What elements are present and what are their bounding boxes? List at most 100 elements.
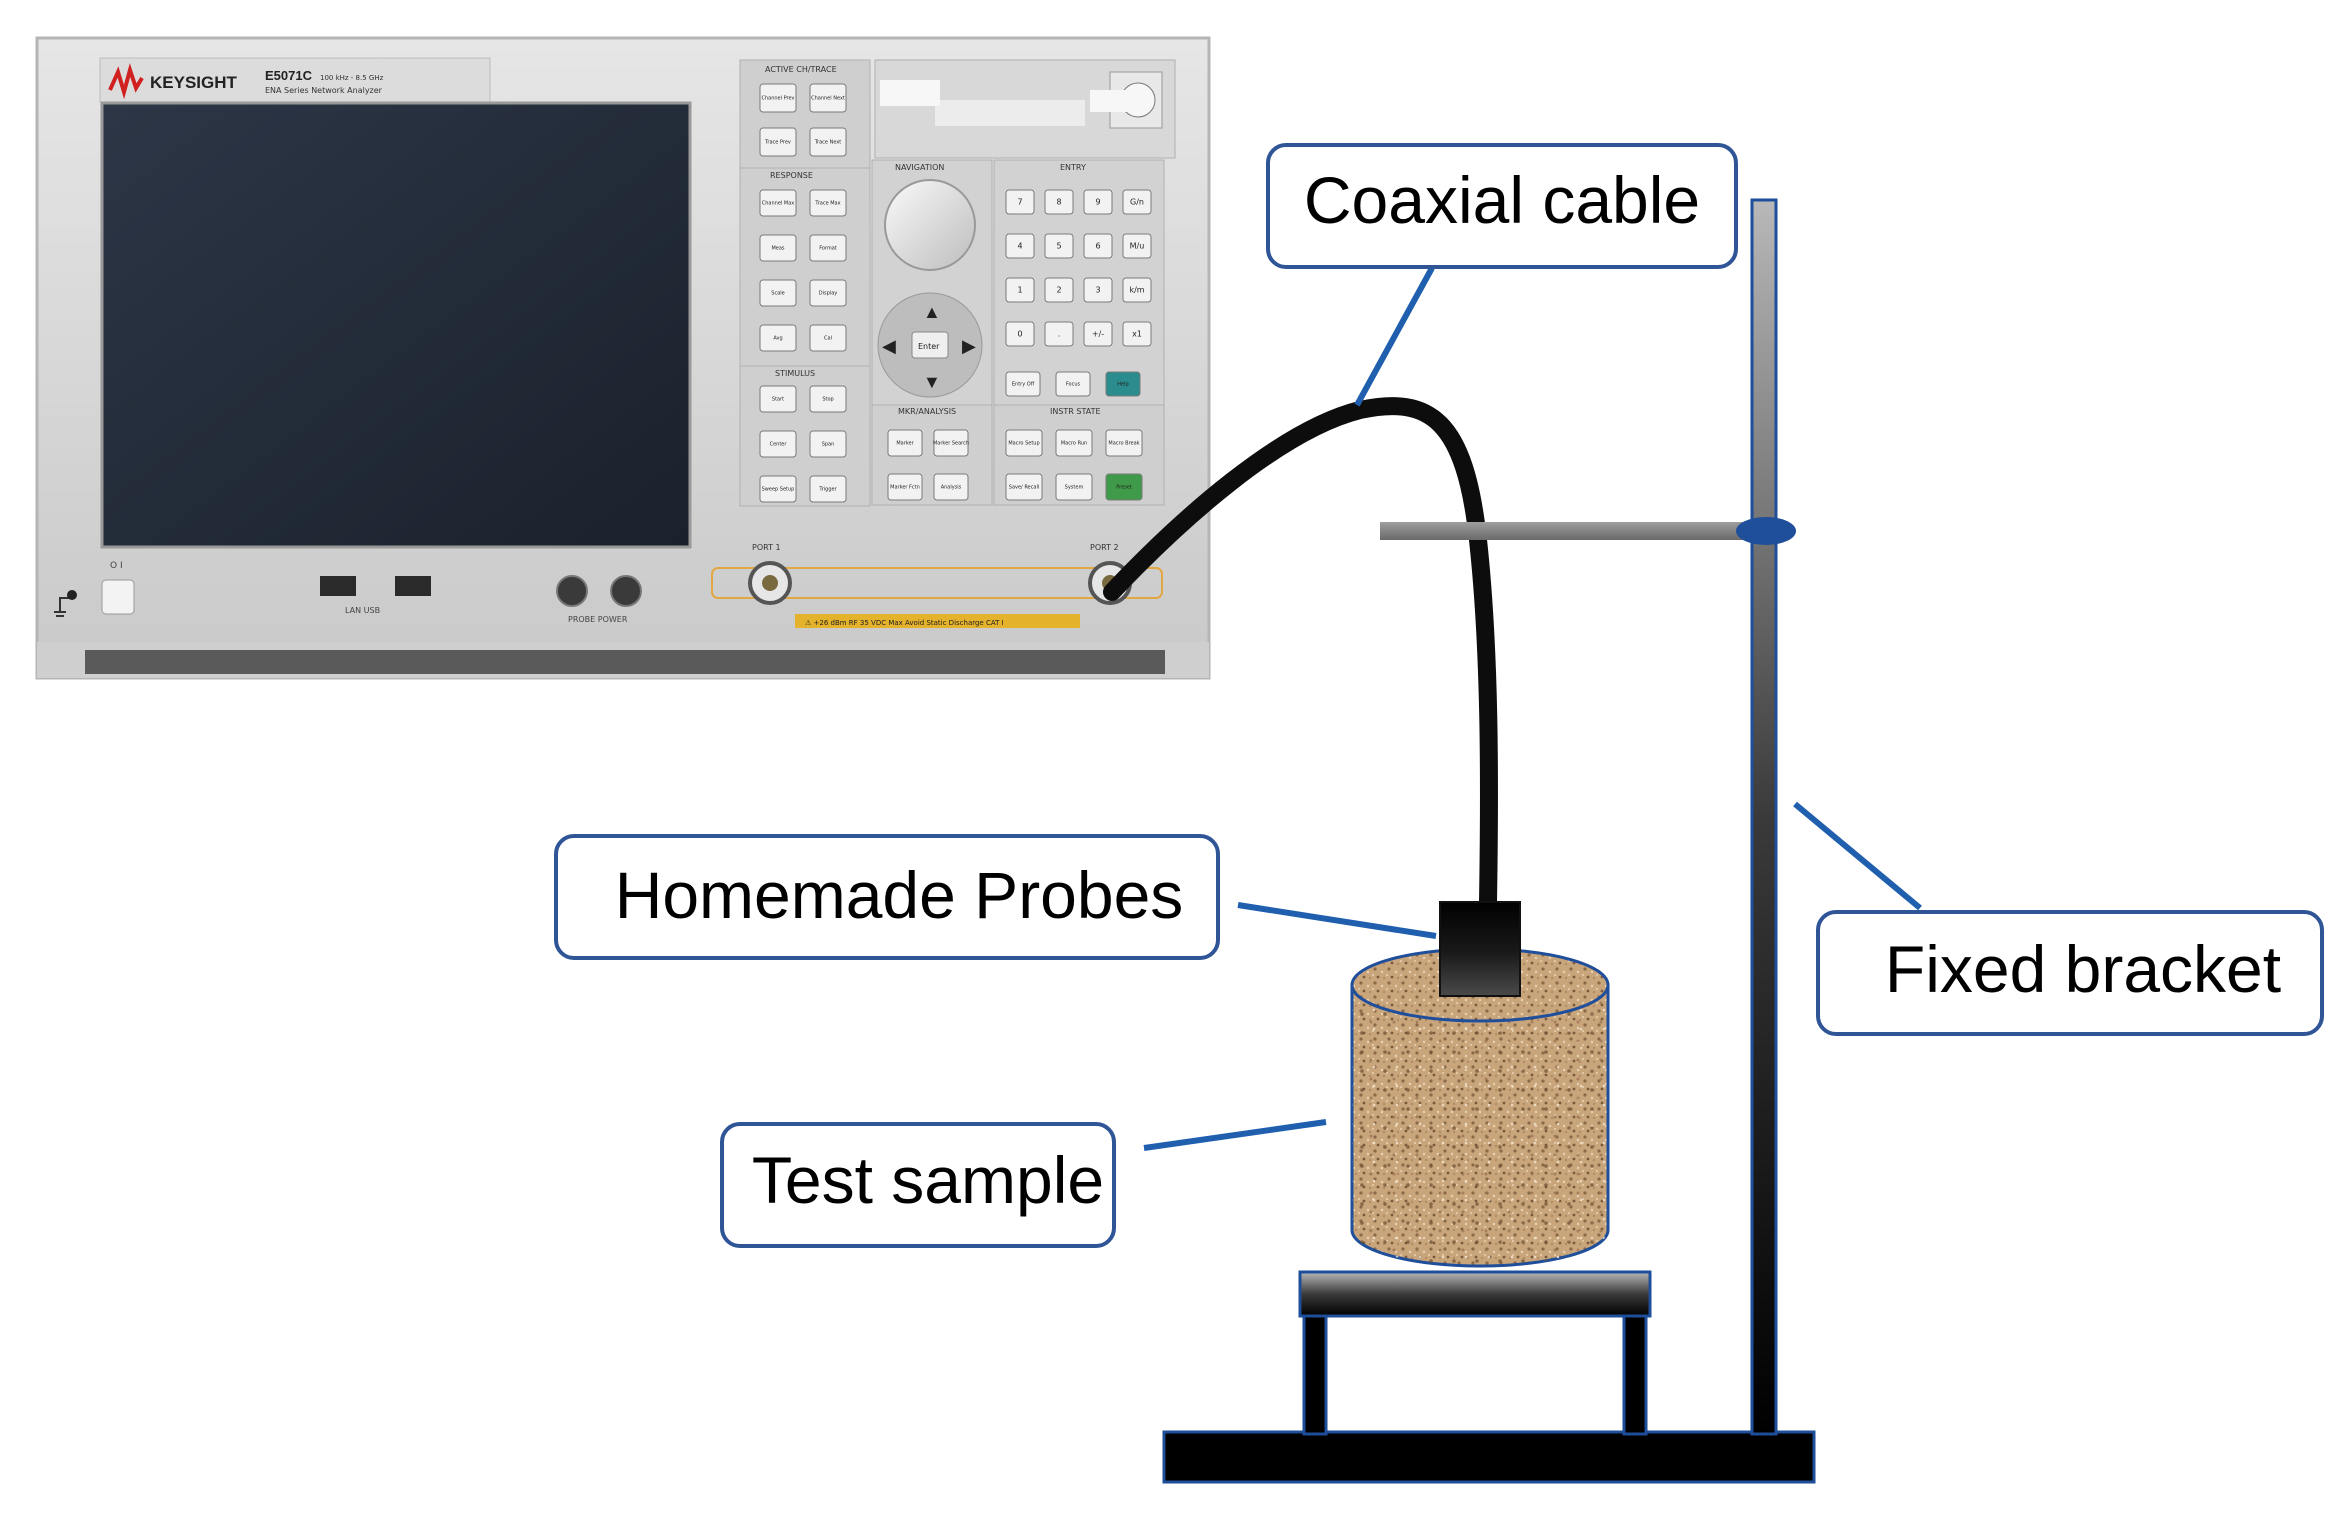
sample-table-leg	[1622, 1314, 1648, 1436]
panel-button[interactable]	[1122, 233, 1152, 259]
panel-button[interactable]	[1005, 473, 1043, 501]
callout-homemade-probes: Homemade Probes	[554, 834, 1220, 960]
left-arrow-icon[interactable]: ◀	[882, 336, 896, 356]
panel-button-label: System	[1065, 485, 1084, 491]
panel-button[interactable]	[809, 83, 847, 113]
stand-base	[1162, 1430, 1816, 1484]
probe-power-port[interactable]	[556, 575, 588, 607]
down-arrow-icon[interactable]: ▼	[923, 372, 941, 392]
panel-button[interactable]	[1083, 321, 1113, 347]
panel-button[interactable]	[809, 127, 847, 157]
usb-port[interactable]	[395, 576, 431, 596]
panel-button-label: Span	[822, 442, 835, 448]
panel-button[interactable]	[1122, 277, 1152, 303]
panel-button[interactable]	[809, 279, 847, 307]
panel-button-label: Preset	[1116, 485, 1132, 491]
section-active-channel: ACTIVE CH/TRACE	[765, 65, 837, 74]
panel-button[interactable]	[1005, 277, 1035, 303]
panel-button-label: Analysis	[941, 485, 962, 491]
panel-button-label: Trace Max	[814, 201, 840, 207]
panel-button-label: Marker Search	[933, 441, 969, 447]
panel-button-label: Scale	[771, 291, 784, 297]
panel-button[interactable]	[1083, 277, 1113, 303]
panel-button[interactable]	[1105, 429, 1143, 457]
panel-button[interactable]	[759, 385, 797, 413]
panel-button[interactable]	[1005, 429, 1043, 457]
panel-button[interactable]	[1005, 233, 1035, 259]
section-response: RESPONSE	[770, 171, 813, 180]
panel-button[interactable]	[1122, 321, 1152, 347]
panel-button[interactable]	[1105, 473, 1143, 501]
callout-test-sample: Test sample	[720, 1122, 1116, 1248]
panel-button-label: Start	[772, 397, 784, 403]
enter-button[interactable]	[911, 331, 949, 359]
usb-port[interactable]	[320, 576, 356, 596]
panel-button[interactable]	[759, 324, 797, 352]
panel-button[interactable]	[1005, 189, 1035, 215]
probe-power-port[interactable]	[610, 575, 642, 607]
panel-button-label: Macro Setup	[1008, 441, 1039, 447]
panel-button-label: Center	[770, 442, 788, 448]
panel-button-label: Save/ Recall	[1009, 485, 1039, 491]
network-analyzer: KEYSIGHT E5071C 100 kHz - 8.5 GHz ENA Se…	[35, 36, 1211, 680]
right-arrow-icon[interactable]: ▶	[962, 336, 976, 356]
panel-button[interactable]	[809, 234, 847, 262]
panel-button-label: 2	[1056, 286, 1061, 295]
panel-button[interactable]	[759, 127, 797, 157]
panel-button[interactable]	[887, 473, 923, 501]
label-homemade-probes: Homemade Probes	[615, 858, 1184, 932]
panel-button-label: 5	[1056, 242, 1061, 251]
coaxial-cable	[1103, 397, 1498, 911]
panel-button[interactable]	[1005, 371, 1041, 397]
panel-button[interactable]	[1122, 189, 1152, 215]
panel-button[interactable]	[887, 429, 923, 457]
warning-label: ⚠ +26 dBm RF 35 VDC Max Avoid Static Dis…	[805, 619, 1004, 627]
panel-button[interactable]	[809, 475, 847, 503]
panel-button-label: .	[1058, 330, 1061, 339]
panel-button[interactable]	[1044, 277, 1074, 303]
panel-button[interactable]	[1044, 189, 1074, 215]
panel-button[interactable]	[809, 430, 847, 458]
panel-button-label: Help	[1117, 382, 1128, 388]
label-fixed-bracket: Fixed bracket	[1885, 932, 2281, 1006]
panel-button[interactable]	[1083, 233, 1113, 259]
panel-button[interactable]	[809, 324, 847, 352]
panel-button[interactable]	[809, 385, 847, 413]
panel-button-label: 1	[1017, 286, 1022, 295]
panel-button[interactable]	[759, 83, 797, 113]
panel-button-label: 4	[1017, 242, 1022, 251]
panel-button[interactable]	[759, 189, 797, 217]
panel-button[interactable]	[1005, 321, 1035, 347]
panel-button-label: Cal	[824, 336, 832, 342]
panel-button[interactable]	[759, 279, 797, 307]
panel-button[interactable]	[1055, 429, 1093, 457]
panel-button-label: Trace Next	[814, 140, 842, 146]
panel-button-label: Channel Next	[811, 96, 845, 102]
section-mkr-analysis: MKR/ANALYSIS	[898, 407, 956, 416]
panel-button[interactable]	[759, 475, 797, 503]
panel-button[interactable]	[759, 234, 797, 262]
power-button[interactable]	[101, 579, 135, 615]
panel-button[interactable]	[1055, 473, 1093, 501]
panel-button[interactable]	[1083, 189, 1113, 215]
panel-button-label: 8	[1056, 198, 1061, 207]
model-description: ENA Series Network Analyzer	[265, 86, 383, 95]
panel-button[interactable]	[809, 189, 847, 217]
panel-button[interactable]	[1105, 371, 1141, 397]
keysight-logo-icon	[108, 63, 144, 100]
panel-button-label: Channel Max	[762, 201, 794, 207]
panel-button[interactable]	[1044, 233, 1074, 259]
panel-button[interactable]	[933, 429, 969, 457]
enter-label: Enter	[918, 342, 940, 351]
panel-button[interactable]	[759, 430, 797, 458]
model-label: E5071C	[265, 68, 313, 83]
navigation-knob[interactable]	[884, 179, 976, 271]
panel-button[interactable]	[1044, 321, 1074, 347]
probe-leader	[1237, 902, 1437, 939]
up-arrow-icon[interactable]: ▲	[923, 302, 941, 322]
panel-button-label: M/u	[1130, 242, 1145, 251]
panel-button[interactable]	[1055, 371, 1091, 397]
panel-button[interactable]	[933, 473, 969, 501]
port-1-label: PORT 1	[752, 543, 781, 552]
